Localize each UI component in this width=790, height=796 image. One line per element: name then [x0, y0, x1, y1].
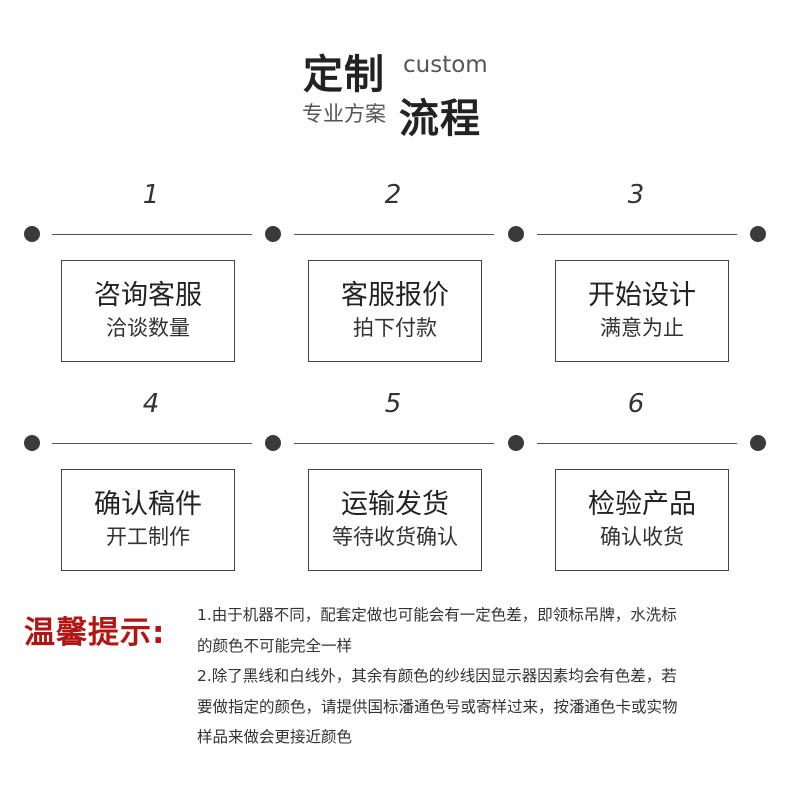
step-title: 咨询客服 [94, 279, 202, 311]
timeline-dot [24, 435, 40, 451]
tips-label: 温馨提示: [24, 615, 166, 651]
tip-line: 样品来做会更接近颜色 [197, 728, 353, 746]
timeline-dot [24, 226, 40, 242]
timeline-dot [508, 435, 524, 451]
timeline-line [52, 443, 252, 444]
step-card-5: 运输发货 等待收货确认 [308, 469, 482, 571]
title-part2: 流程 [399, 96, 481, 142]
step-card-3: 开始设计 满意为止 [555, 260, 729, 362]
tip-line: 要做指定的颜色，请提供国标潘通色号或寄样过来，按潘通色卡或实物 [197, 697, 678, 716]
step-subtitle: 洽谈数量 [106, 315, 190, 340]
timeline-dot [750, 226, 766, 242]
timeline-dot [265, 435, 281, 451]
step-card-6: 检验产品 确认收货 [555, 469, 729, 571]
timeline-line [52, 234, 252, 235]
step-number-2: 2 [384, 180, 402, 210]
step-title: 开始设计 [588, 279, 696, 311]
step-number-5: 5 [384, 389, 402, 419]
step-title: 检验产品 [588, 488, 696, 520]
step-number-4: 4 [142, 389, 160, 419]
step-title: 客服报价 [341, 279, 449, 311]
timeline-line [294, 443, 494, 444]
tip-line: 1.由于机器不同，配套定做也可能会有一定色差，即领标吊牌，水洗标 [197, 606, 677, 624]
step-card-4: 确认稿件 开工制作 [61, 469, 235, 571]
tip-line: 2.除了黑线和白线外，其余有颜色的纱线因显示器因素均会有色差，若 [197, 667, 677, 685]
step-title: 运输发货 [341, 488, 449, 520]
step-subtitle: 拍下付款 [353, 315, 437, 340]
step-subtitle: 满意为止 [600, 315, 684, 340]
step-subtitle: 等待收货确认 [332, 524, 458, 549]
step-card-1: 咨询客服 洽谈数量 [61, 260, 235, 362]
title-en: custom [403, 52, 488, 78]
step-number-1: 1 [142, 180, 160, 210]
step-number-3: 3 [627, 180, 645, 210]
timeline-dot [508, 226, 524, 242]
timeline-dot [265, 226, 281, 242]
step-subtitle: 开工制作 [106, 524, 190, 549]
step-card-2: 客服报价 拍下付款 [308, 260, 482, 362]
step-subtitle: 确认收货 [600, 524, 684, 549]
timeline-line [537, 443, 737, 444]
timeline-line [294, 234, 494, 235]
timeline-line [537, 234, 737, 235]
subtitle: 专业方案 [302, 102, 386, 126]
timeline-dot [750, 435, 766, 451]
step-title: 确认稿件 [94, 488, 202, 520]
title-part1: 定制 [303, 52, 385, 98]
step-number-6: 6 [627, 389, 645, 419]
tip-line: 的颜色不可能完全一样 [197, 636, 353, 655]
tips-body: 1.由于机器不同，配套定做也可能会有一定色差，即领标吊牌，水洗标 的颜色不可能完… [197, 600, 759, 753]
